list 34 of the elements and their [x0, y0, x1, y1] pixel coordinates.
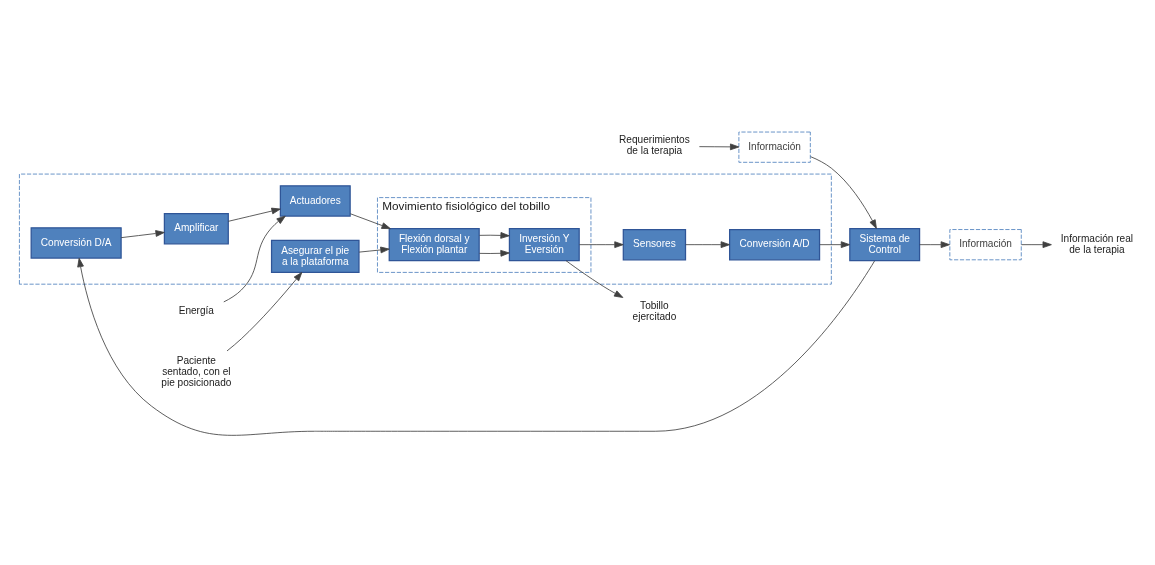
node-box: Flexión dorsal y Flexión plantar: [388, 227, 480, 261]
arrow: [698, 143, 740, 150]
node-text: Paciente sentado, con el pie posicionado: [161, 354, 232, 388]
arrow: [349, 212, 391, 229]
node-box: Actuadores: [279, 184, 351, 217]
arrow: [223, 215, 286, 302]
arrow: [819, 240, 851, 248]
arrow: [120, 229, 165, 238]
arrow: [226, 271, 303, 351]
node-box: Información: [738, 131, 811, 163]
node-box: Conversión D/A: [30, 226, 122, 259]
node-text: Información real de la terapia: [1060, 232, 1134, 255]
arrow: [358, 246, 390, 253]
node-box: Inversión Y Eversión: [508, 227, 580, 261]
arrow: [227, 207, 281, 222]
node-box: Sistema de Control: [849, 227, 921, 261]
arrow: [685, 240, 730, 248]
arrow: [919, 240, 950, 248]
node-text: Tobillo ejercitado: [632, 299, 677, 322]
node-box: Amplificar: [163, 212, 229, 244]
node-box: Información: [949, 228, 1022, 260]
arrow: [1021, 240, 1052, 248]
node-text: Energía: [178, 304, 214, 316]
arrow: [479, 249, 510, 257]
cluster: [19, 173, 832, 285]
arrow: [479, 231, 510, 239]
arrow: [579, 240, 624, 248]
arrow: [77, 257, 875, 436]
node-box: Conversión A/D: [729, 228, 821, 260]
node-text: Requerimientos de la terapia: [619, 133, 690, 156]
arrow: [810, 155, 877, 229]
node-box: Asegurar el pie a la plataforma: [270, 239, 360, 273]
arrow: [565, 259, 624, 298]
node-box: Sensores: [622, 228, 687, 260]
